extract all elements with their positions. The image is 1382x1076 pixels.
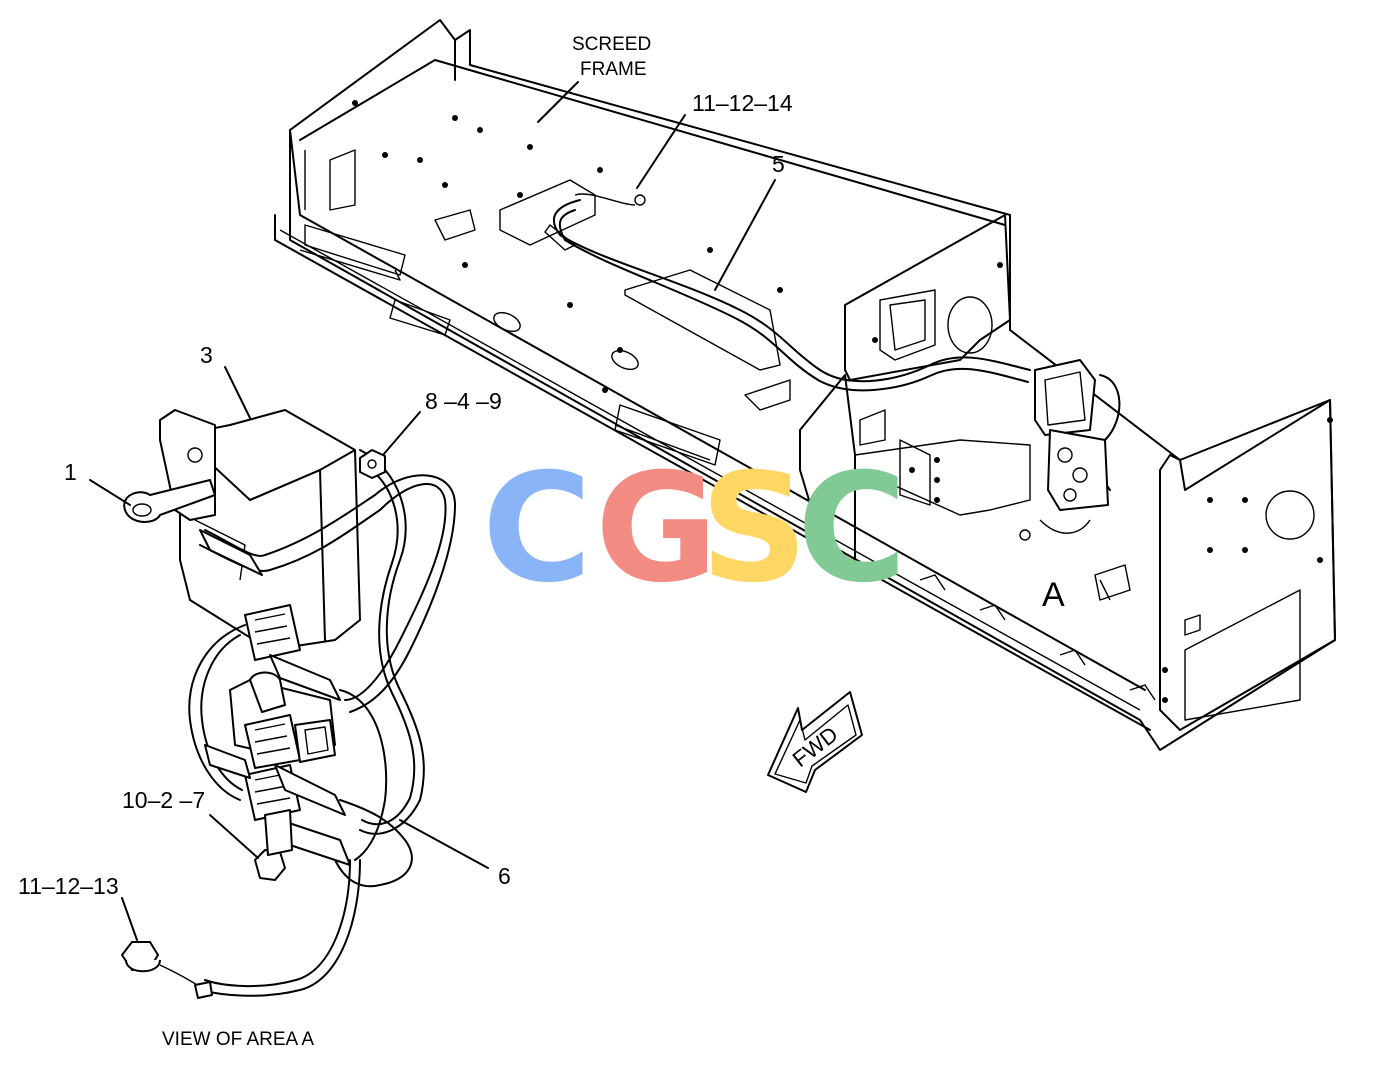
watermark-letter-g: G: [595, 442, 718, 616]
ref-6: 6: [498, 863, 511, 889]
watermark-letter-c2: C: [797, 442, 907, 616]
watermark: C G S C: [482, 442, 907, 616]
screed-frame-label-line2: FRAME: [580, 59, 647, 80]
screed-frame: [274, 19, 1336, 751]
watermark-letter-c1: C: [482, 442, 592, 616]
bolt-8-4-9: [359, 449, 386, 479]
area-a-components: [1019, 359, 1121, 541]
ref-3: 3: [200, 342, 213, 368]
nut-10-2-7: [254, 809, 293, 881]
view-caption: VIEW OF AREA A: [162, 1029, 314, 1050]
ref-11-12-13: 11–12–13: [18, 873, 119, 899]
ref-10-2-7: 10–2 –7: [122, 787, 205, 813]
wiring-harness-5: [544, 193, 1031, 392]
ref-11-12-14: 11–12–14: [692, 90, 793, 116]
fwd-arrow: FWD: [767, 691, 863, 793]
frame-holes: [352, 100, 783, 393]
ref-1: 1: [64, 459, 77, 485]
detail-view-area-a: [121, 409, 456, 999]
ref-5: 5: [772, 151, 785, 177]
leader-lines: [89, 81, 776, 941]
area-a-label: A: [1042, 576, 1065, 614]
stud-11-12-13: [121, 941, 213, 999]
callout-labels: SCREED FRAME 11–12–14 5 3 8 –4 –9 1 A 10…: [18, 34, 1065, 1050]
watermark-letter-s: S: [700, 442, 808, 616]
ref-8-4-9: 8 –4 –9: [425, 388, 502, 414]
screed-frame-label-line1: SCREED: [572, 34, 651, 55]
